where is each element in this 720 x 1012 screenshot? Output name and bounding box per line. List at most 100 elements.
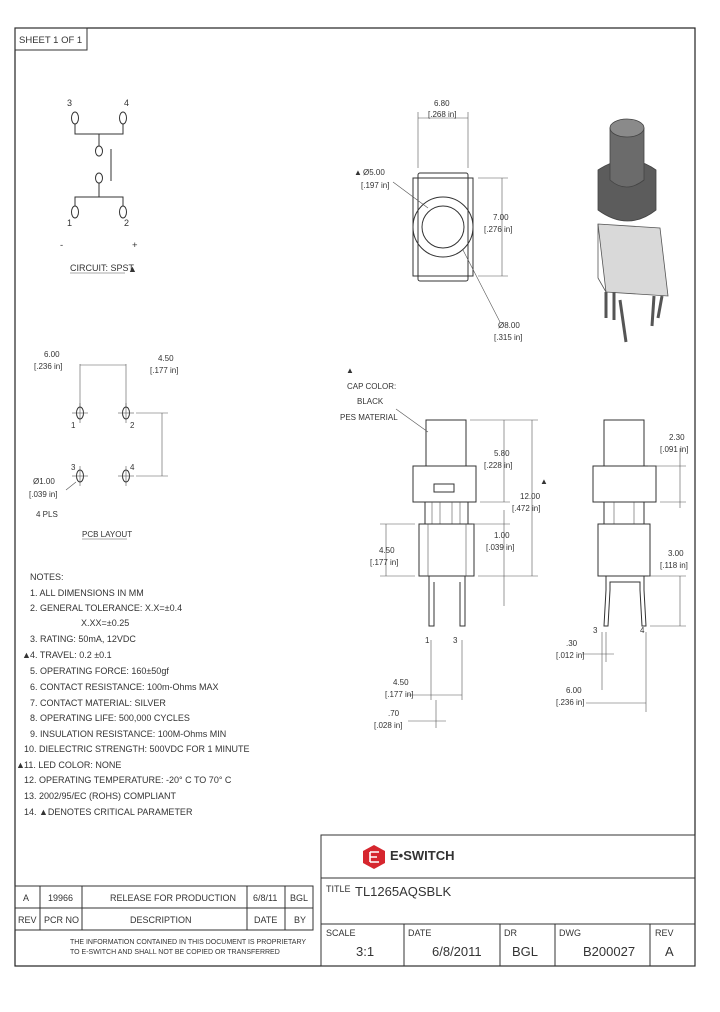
dim-top-height: 7.00	[493, 213, 509, 222]
dim-side-span: 6.00	[566, 686, 582, 695]
isometric-view	[597, 118, 669, 343]
dim-pcb-hole-in: [.039 in]	[29, 490, 57, 499]
rev-header-date: DATE	[254, 915, 277, 925]
dim-body-height-in: [.039 in]	[486, 543, 514, 552]
rev-header-rev: REV	[18, 915, 37, 925]
rev-row-by: BGL	[290, 893, 308, 903]
side-view: 3 4 2.30 [.091 in] 3.00 [.118 in] .30 [.…	[556, 419, 688, 712]
dim-top-width-in: [.268 in]	[428, 110, 456, 119]
rev-row-date: 6/8/11	[253, 893, 277, 903]
circuit-plus: +	[132, 240, 138, 251]
dim-top-width: 6.80	[434, 99, 450, 108]
drawn-value: BGL	[512, 944, 538, 959]
front-plunger-guide	[424, 501, 469, 525]
dim-total-height-in: [.472 in]	[512, 504, 540, 513]
proprietary-notice-2: TO E-SWITCH AND SHALL NOT BE COPIED OR T…	[70, 949, 280, 956]
circuit-pin-1: 1	[67, 218, 72, 228]
pcb-pin-1: 1	[71, 421, 76, 430]
dim-pcb-x: 6.00	[44, 350, 60, 359]
cap-color-value: BLACK	[357, 397, 384, 406]
pcb-hole-4	[118, 466, 134, 486]
dim-pin-pitch: 4.50	[393, 678, 409, 687]
pcb-hole-3	[72, 466, 88, 486]
dim-pin-width: .70	[388, 709, 400, 718]
note-4: 4. TRAVEL: 0.2 ±0.1	[30, 650, 112, 660]
scale-value: 3:1	[356, 944, 374, 959]
drawn-label: DR	[504, 928, 517, 938]
circuit-diagram: 3 4 1 2 - + CIRCUIT: SPST ▲	[60, 98, 138, 274]
note-11: 11. LED COLOR: NONE	[24, 760, 121, 770]
pcb-hole-1	[72, 403, 88, 423]
cap-material: PES MATERIAL	[340, 413, 398, 422]
cap-color-label: CAP COLOR:	[347, 382, 396, 391]
pcb-layout: 6.00 [.236 in] 4.50 [.177 in] 1 2 3 4 Ø1…	[29, 350, 178, 540]
rev-row-rev: A	[23, 893, 29, 903]
dim-cap-dia-in: [.315 in]	[494, 333, 522, 342]
revision-table: A 19966 RELEASE FOR PRODUCTION 6/8/11 BG…	[14, 885, 314, 956]
title-block: E•SWITCH TITLE TL1265AQSBLK SCALE 3:1 DA…	[320, 834, 696, 967]
side-pin-4: 4	[640, 626, 645, 635]
rev-label: REV	[655, 928, 674, 938]
scale-label: SCALE	[326, 928, 356, 938]
e-switch-logo-icon	[363, 845, 385, 869]
note-8: 8. OPERATING LIFE: 500,000 CYCLES	[30, 713, 190, 723]
front-pins	[428, 576, 466, 627]
front-pin-1: 1	[425, 636, 430, 645]
circuit-contact-bottom	[95, 172, 103, 184]
note-6: 6. CONTACT RESISTANCE: 100m-Ohms MAX	[30, 682, 219, 692]
side-base	[597, 523, 651, 577]
side-leads	[603, 576, 647, 627]
pcb-pin-4: 4	[130, 463, 135, 472]
circuit-minus: -	[60, 240, 63, 251]
side-cap	[603, 419, 645, 467]
dim-cap-dia: Ø8.00	[498, 321, 520, 330]
iso-housing	[597, 223, 669, 297]
dwg-label: DWG	[559, 928, 581, 938]
dim-pin-pitch-in: [.177 in]	[385, 690, 413, 699]
rev-row-pcr: 19966	[48, 893, 73, 903]
circuit-terminal-1	[71, 205, 79, 219]
dim-cap-height-in: [.228 in]	[484, 461, 512, 470]
rev-row-desc: RELEASE FOR PRODUCTION	[110, 893, 236, 903]
dim-pin-width-in: [.028 in]	[374, 721, 402, 730]
dim-side-lead-in: [.118 in]	[660, 561, 688, 570]
dim-side-lead-t: .30	[566, 639, 578, 648]
circuit-pin-2: 2	[124, 218, 129, 228]
dim-pcb-hole: Ø1.00	[33, 477, 55, 486]
pcb-label: PCB LAYOUT	[82, 530, 132, 539]
notes: NOTES: 1. ALL DIMENSIONS IN MM 2. GENERA…	[16, 572, 250, 817]
note-7: 7. CONTACT MATERIAL: SILVER	[30, 698, 166, 708]
title-value: TL1265AQSBLK	[355, 884, 451, 899]
proprietary-notice-1: THE INFORMATION CONTAINED IN THIS DOCUME…	[70, 939, 306, 946]
top-view-cap-outer	[412, 196, 474, 258]
dim-led-dia-in: [.197 in]	[361, 181, 389, 190]
pcb-pin-3: 3	[71, 463, 76, 472]
dim-pcb-y-in: [.177 in]	[150, 366, 178, 375]
top-view: 6.80 [.268 in] ▲ Ø5.00 [.197 in] 7.00 [.…	[354, 99, 522, 342]
circuit-terminal-3	[71, 111, 79, 125]
dim-pcb-hole-qty: 4 PLS	[36, 510, 58, 519]
circuit-terminal-4	[119, 111, 127, 125]
front-cap	[425, 419, 467, 467]
dim-led-mark: ▲	[354, 168, 362, 177]
circuit-critical-mark: ▲	[128, 264, 137, 274]
dim-side-lead-t-in: [.012 in]	[556, 651, 584, 660]
dim-side-collar: 2.30	[669, 433, 685, 442]
dim-cap-height: 5.80	[494, 449, 510, 458]
sheet-label-box	[14, 27, 88, 51]
dim-base-height-in: [.177 in]	[370, 558, 398, 567]
note-3: 3. RATING: 50mA, 12VDC	[30, 634, 136, 644]
circuit-label: CIRCUIT: SPST	[70, 263, 135, 273]
side-pin-3: 3	[593, 626, 598, 635]
circuit-contact-top	[95, 145, 103, 157]
note-11-mark: ▲	[16, 760, 25, 770]
note-14: 14. ▲DENOTES CRITICAL PARAMETER	[24, 807, 193, 817]
date-label: DATE	[408, 928, 431, 938]
circuit-terminal-2	[119, 205, 127, 219]
dwg-value: B200027	[583, 944, 635, 959]
title-label: TITLE	[326, 884, 351, 894]
pcb-pin-2: 2	[130, 421, 135, 430]
notes-heading: NOTES:	[30, 572, 64, 582]
dim-side-span-in: [.236 in]	[556, 698, 584, 707]
note-13: 13. 2002/95/EC (ROHS) COMPLIANT	[24, 791, 177, 801]
